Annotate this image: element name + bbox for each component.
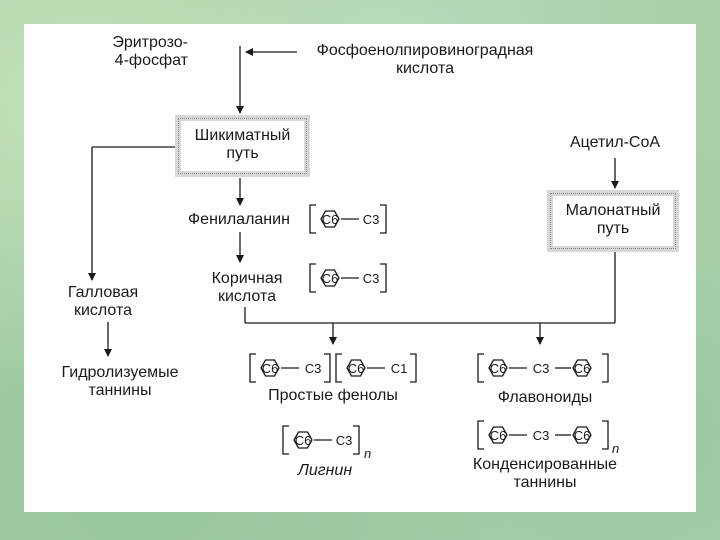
chain-label: C3 — [305, 361, 322, 376]
formula-cinnamic — [309, 263, 387, 293]
chain-label: C3 — [533, 428, 550, 443]
ring-label: C6 — [295, 433, 312, 448]
node-simple-phenols: Простые фенолы — [268, 387, 398, 404]
ring-label: C6 — [490, 428, 507, 443]
polymer-n: n — [612, 441, 619, 456]
node-shikimate: Шикиматный путь — [194, 127, 291, 162]
node-condensed: Конденсированные таннины — [472, 456, 618, 491]
box-shikimate — [175, 115, 310, 177]
node-cinnamic: Коричная кислота — [211, 270, 283, 305]
node-flavonoids: Флавоноиды — [497, 389, 593, 406]
ring-label: C6 — [262, 361, 279, 376]
chain-label: C1 — [391, 361, 408, 376]
diagram-panel — [24, 24, 696, 512]
formula-simple-phenols-c6c1 — [335, 353, 417, 383]
ring-label: C6 — [322, 212, 339, 227]
node-gallic: Галловая кислота — [67, 284, 139, 319]
ring-label: C6 — [348, 361, 365, 376]
formula-labels: C6 C3 C6 C3 C6 C3 C6 C1 C6 C3 C6 C6 C3 n… — [262, 212, 620, 461]
formula-phenylalanine — [309, 204, 387, 234]
node-erythrose: Эритрозо- 4-фосфат — [112, 34, 188, 69]
formula-flavonoids — [477, 353, 609, 383]
box-malonate — [547, 190, 679, 252]
chain-label: C3 — [336, 433, 353, 448]
polymer-n: n — [364, 446, 371, 461]
chain-label: C3 — [363, 271, 380, 286]
node-pep: Фосфоенолпировиноградная кислота — [316, 42, 534, 77]
node-hydrolysable: Гидролизуемые таннины — [61, 364, 179, 399]
ring-label: C6 — [574, 428, 591, 443]
chain-label: C3 — [363, 212, 380, 227]
formula-condensed — [477, 420, 609, 450]
ring-label: C6 — [574, 361, 591, 376]
node-phenylalanine: Фенилаланин — [188, 211, 290, 228]
formula-simple-phenols-c6c3 — [249, 353, 331, 383]
node-lignin: Лигнин — [297, 462, 353, 479]
node-malonate: Малонатный путь — [565, 202, 661, 237]
formula-lignin — [282, 425, 360, 455]
node-acetyl-coa: Ацетил-СоА — [569, 134, 661, 151]
ring-label: C6 — [490, 361, 507, 376]
ring-label: C6 — [322, 271, 339, 286]
chain-label: C3 — [533, 361, 550, 376]
